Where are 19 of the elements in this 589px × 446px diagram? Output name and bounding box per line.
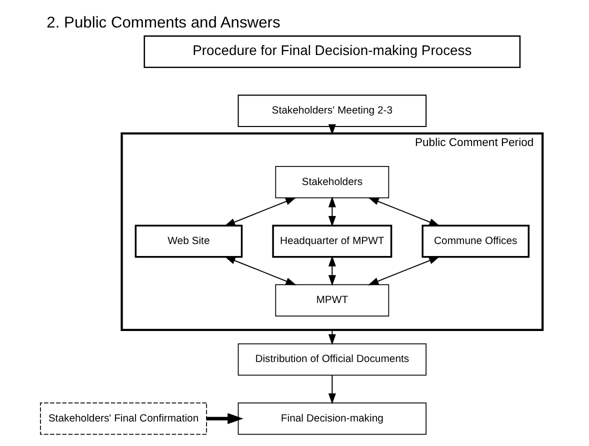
arrow <box>328 375 336 404</box>
node-box: Stakeholders' Final Confirmation <box>40 402 206 435</box>
node-box: Final Decision-making <box>237 402 426 435</box>
node-box: Web Site <box>134 224 242 258</box>
diagram-title: 2. Public Comments and Answers <box>46 14 280 32</box>
arrow <box>206 413 243 424</box>
arrow <box>224 197 296 226</box>
node-box: Distribution of Official Documents <box>237 343 426 376</box>
arrow <box>368 197 440 226</box>
node-box: Commune Offices <box>421 224 530 258</box>
arrow <box>367 256 440 286</box>
arrow <box>224 256 296 286</box>
arrow <box>328 124 336 136</box>
arrow <box>328 196 336 227</box>
node-box: Headquarter of MPWT <box>272 224 392 258</box>
node-box: Procedure for Final Decision-making Process <box>143 35 520 68</box>
node-box: Stakeholders <box>274 166 389 198</box>
arrow <box>328 256 336 286</box>
node-box: MPWT <box>274 284 389 316</box>
